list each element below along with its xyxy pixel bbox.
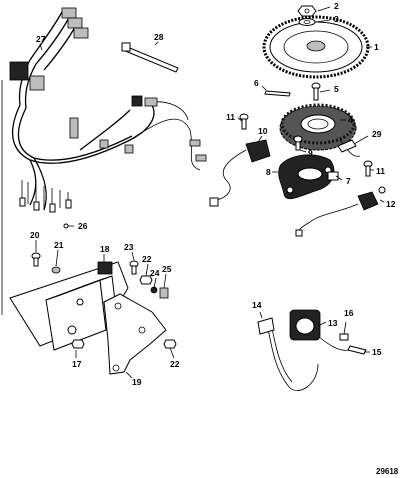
flywheel-key — [264, 90, 291, 97]
coil-connector-16 — [339, 333, 349, 341]
trigger-lead — [295, 186, 386, 237]
flywheel-washer — [298, 18, 316, 26]
callout-14: 14 — [252, 300, 262, 310]
callout-1: 1 — [374, 42, 379, 52]
callout-3: 3 — [334, 14, 339, 24]
cable-tie — [121, 42, 179, 73]
callout-23: 23 — [124, 242, 134, 252]
leader-lines — [35, 6, 385, 379]
callout-10: 10 — [258, 126, 268, 136]
callout-25: 25 — [162, 264, 172, 274]
callout-19: 19 — [132, 377, 142, 387]
callout-9: 9 — [308, 148, 313, 158]
callout-11-right: 11 — [376, 166, 385, 176]
spacer-25 — [159, 287, 169, 299]
callout-20: 20 — [30, 230, 40, 240]
flywheel-nut — [297, 5, 317, 17]
figure-id: 29618 — [376, 467, 399, 476]
callout-13: 13 — [328, 318, 338, 328]
callout-27: 27 — [36, 34, 46, 44]
callout-8: 8 — [266, 167, 271, 177]
nut-22-lower — [163, 339, 177, 349]
callout-5: 5 — [334, 84, 339, 94]
callout-2: 2 — [334, 1, 339, 11]
ignition-coil — [289, 309, 321, 341]
mounting-screw-right — [363, 160, 373, 177]
nut-22-upper — [139, 275, 153, 285]
callout-24: 24 — [150, 268, 160, 278]
grommet-26 — [63, 223, 69, 229]
stator-screw — [311, 82, 321, 101]
sensor-assembly — [209, 139, 271, 207]
callout-29: 29 — [372, 129, 382, 139]
callout-22-lower: 22 — [170, 359, 180, 369]
callout-11-left: 11 — [226, 112, 235, 122]
bracket-screw-20 — [31, 252, 41, 267]
nut-17 — [71, 339, 85, 349]
callout-6: 6 — [254, 78, 259, 88]
trigger-bushing — [327, 171, 339, 181]
mounting-bracket — [103, 293, 167, 375]
trigger-screw — [293, 135, 303, 151]
screw-23 — [129, 260, 139, 275]
spark-plug-boot — [257, 317, 275, 335]
washer-21 — [51, 266, 61, 274]
mounting-screw-left — [239, 113, 249, 130]
callout-18: 18 — [100, 244, 110, 254]
coil-screw-15 — [347, 345, 367, 355]
callout-labels: 1 2 3 4 5 6 7 8 9 10 11 11 12 13 14 15 1… — [30, 1, 396, 387]
callout-26: 26 — [78, 221, 88, 231]
wiring-harness — [1, 7, 207, 315]
flywheel — [262, 15, 370, 79]
callout-16: 16 — [344, 308, 354, 318]
callout-22-upper: 22 — [142, 254, 152, 264]
stator-clip — [337, 139, 357, 153]
callout-15: 15 — [372, 347, 382, 357]
trigger-plate — [278, 154, 335, 200]
callout-12: 12 — [386, 199, 396, 209]
callout-4: 4 — [348, 115, 353, 125]
callout-7: 7 — [346, 176, 351, 186]
callout-21: 21 — [54, 240, 64, 250]
callout-28: 28 — [154, 32, 164, 42]
callout-17: 17 — [72, 359, 82, 369]
